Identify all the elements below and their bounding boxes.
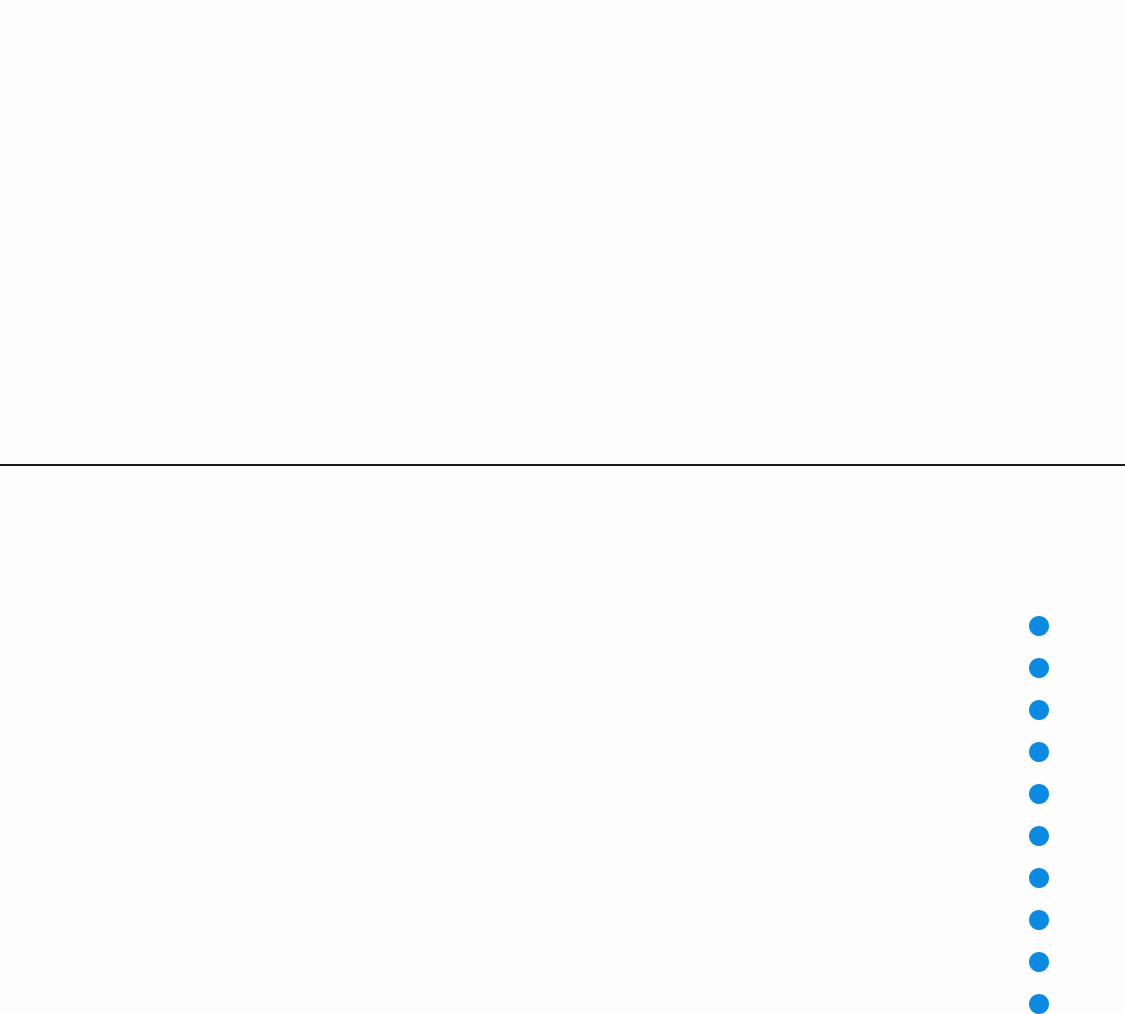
- dot-icon[interactable]: [1029, 616, 1049, 636]
- dot-icon[interactable]: [1029, 742, 1049, 762]
- dot-icon[interactable]: [1029, 658, 1049, 678]
- dot-icon[interactable]: [1029, 784, 1049, 804]
- dot-icon[interactable]: [1029, 994, 1049, 1014]
- dot-icon[interactable]: [1029, 952, 1049, 972]
- dot-icon[interactable]: [1029, 826, 1049, 846]
- dot-icon[interactable]: [1029, 868, 1049, 888]
- dot-icon[interactable]: [1029, 700, 1049, 720]
- dot-icon[interactable]: [1029, 910, 1049, 930]
- upper-panel: [0, 0, 1125, 465]
- dot-column: [1029, 616, 1051, 1014]
- horizontal-divider: [0, 464, 1125, 466]
- lower-panel: [0, 466, 1125, 1014]
